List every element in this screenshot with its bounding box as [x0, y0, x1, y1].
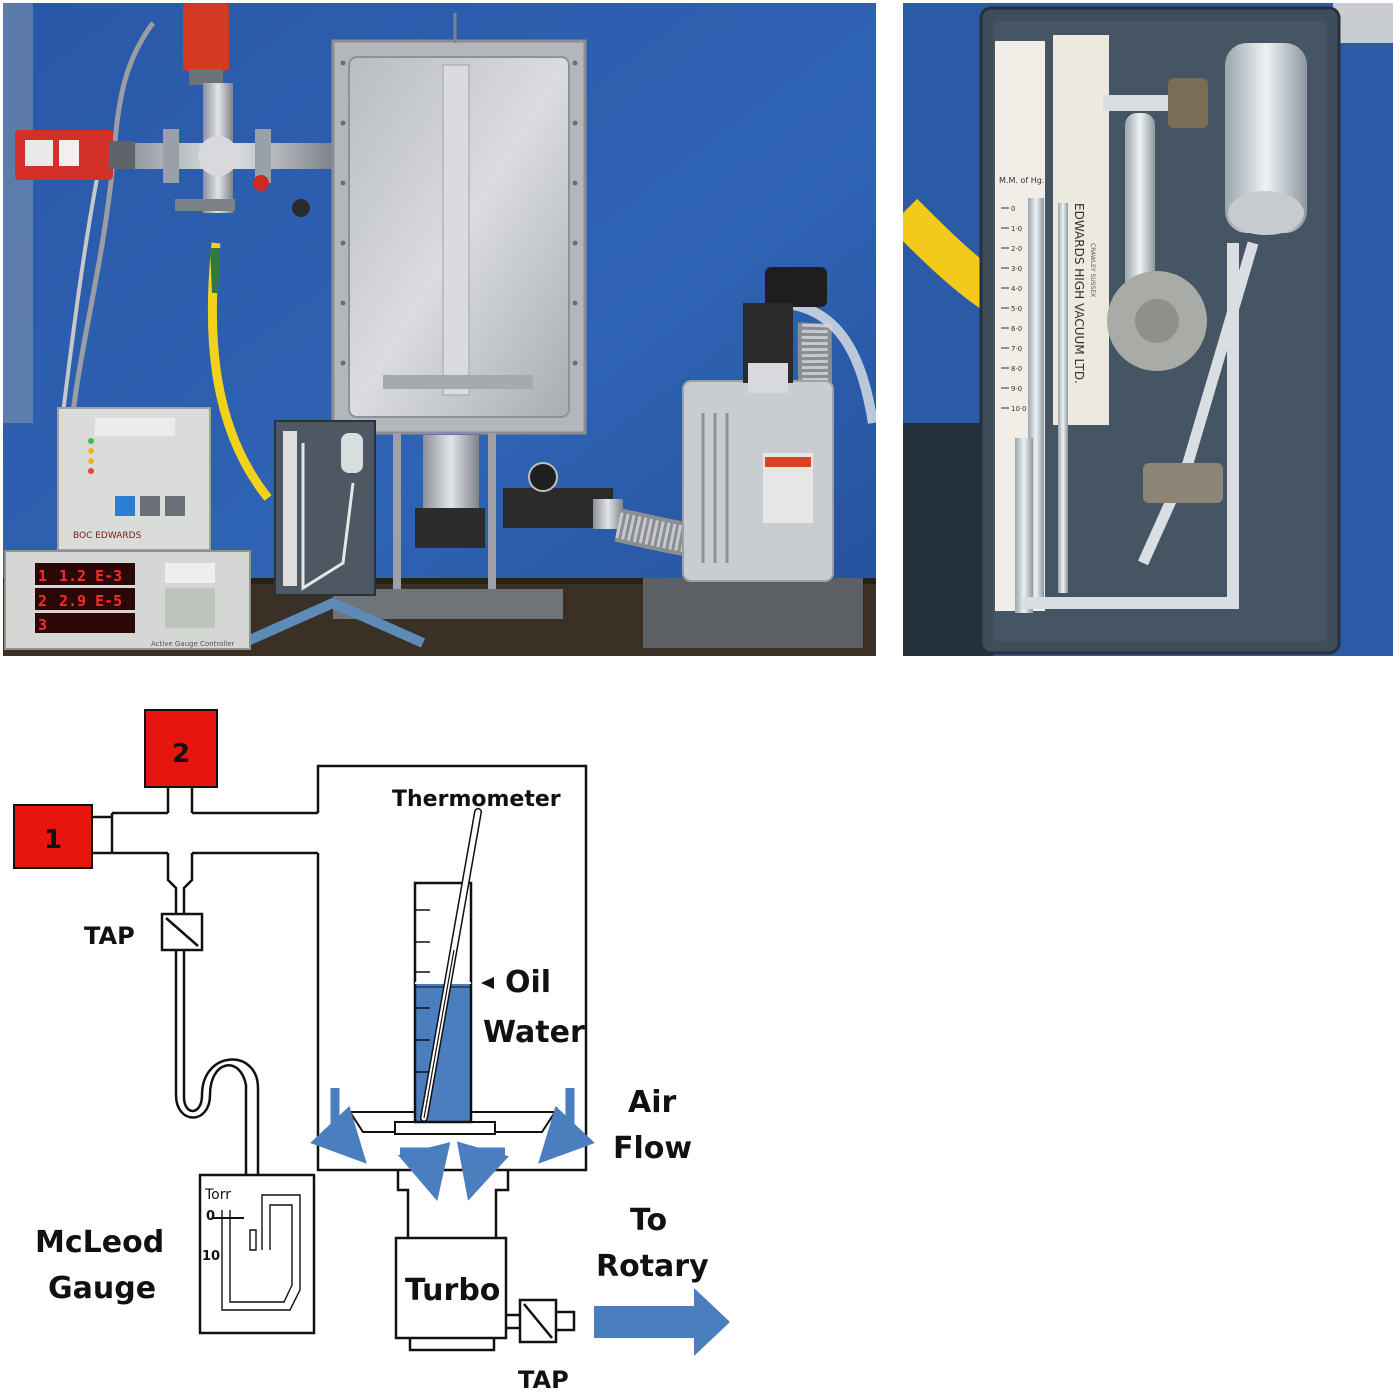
- scale-tick-label: 1·0: [1011, 225, 1022, 233]
- scale-unit-label: M.M. of Hg.: [999, 176, 1044, 185]
- mcleod-label-line1: McLeod: [35, 1225, 164, 1260]
- thermometer-label: Thermometer: [392, 787, 561, 812]
- gauge-1-box: [13, 804, 93, 869]
- scale-tick-label: 4·0: [1011, 285, 1022, 293]
- tap-bottom-valve: [518, 1298, 558, 1344]
- mcleod-tick-0: 0: [206, 1209, 215, 1224]
- gauge-2-label: 2: [172, 739, 190, 769]
- mcleod-gauge-schematic: [212, 1194, 301, 1311]
- rotary-label-line2: Rotary: [596, 1249, 709, 1284]
- turbo-label: Turbo: [405, 1273, 500, 1308]
- scale-tick-label: 3·0: [1011, 265, 1022, 273]
- scale-tick-label: 0: [1011, 205, 1015, 213]
- scale-tick-label: 9·0: [1011, 385, 1022, 393]
- scale-tick-label: 2·0: [1011, 245, 1022, 253]
- gauge-channel-1: 1: [38, 567, 47, 585]
- water-label: Water: [483, 1015, 585, 1050]
- oil-label: Oil: [505, 965, 551, 1000]
- airflow-arrows: [310, 1088, 595, 1201]
- scale-tick-group: 0 1·0 2·0 3·0 4·0 5·0 6·0 7·0 8·0 9·0 10·0: [1001, 205, 1027, 413]
- scale-tick-label: 10·0: [1011, 405, 1027, 413]
- schematic-diagram: 2 1 Thermometer Oil Water Air Flow: [0, 690, 760, 1395]
- oil-level-marker: [481, 977, 494, 989]
- airflow-label-line2: Flow: [613, 1131, 692, 1166]
- controller-brand: BOC EDWARDS: [73, 531, 142, 541]
- mcleod-gauge-photo: M.M. of Hg. 0 1·0 2·0 3·0 4·0 5·0 6·0 7·0 8·0 9·0…: [903, 3, 1393, 656]
- maker-label: EDWARDS HIGH VACUUM LTD.: [1072, 203, 1086, 384]
- gauge-1-label: 1: [44, 825, 62, 855]
- gauge-display: 1 1.2 E-3 2 2.9 E-5 3: [35, 563, 135, 634]
- airflow-label-line1: Air: [628, 1085, 677, 1120]
- gauge-panel-label: Active Gauge Controller: [151, 640, 235, 648]
- scale-tick-label: 7·0: [1011, 345, 1022, 353]
- mcleod-label-line2: Gauge: [48, 1271, 156, 1306]
- mcleod-unit-label: Torr: [204, 1187, 231, 1203]
- to-rotary-arrow: [594, 1288, 730, 1356]
- tap-bottom-label: TAP: [518, 1366, 569, 1394]
- scale-tick-label: 8·0: [1011, 365, 1022, 373]
- mcleod-tick-10: 10: [202, 1249, 220, 1264]
- gauge-2-box: [144, 709, 218, 788]
- thermometer: [420, 808, 482, 1122]
- scale-tick-label: 5·0: [1011, 305, 1022, 313]
- rotary-label-line1: To: [630, 1203, 667, 1238]
- maker-location-label: CRAWLEY SUSSEX: [1089, 243, 1096, 297]
- gauge-channel-3: 3: [38, 616, 47, 634]
- gauge-reading-2: 2.9 E-5: [59, 592, 122, 610]
- tap-top-label: TAP: [84, 922, 135, 950]
- apparatus-photo: BOC EDWARDS 1 1.2 E-3 2 2.9 E-5 3 Active…: [3, 3, 876, 656]
- tap-top-valve: [160, 912, 204, 952]
- gauge-reading-1: 1.2 E-3: [59, 567, 122, 585]
- gauge-channel-2: 2: [38, 592, 47, 610]
- scale-tick-label: 6·0: [1011, 325, 1022, 333]
